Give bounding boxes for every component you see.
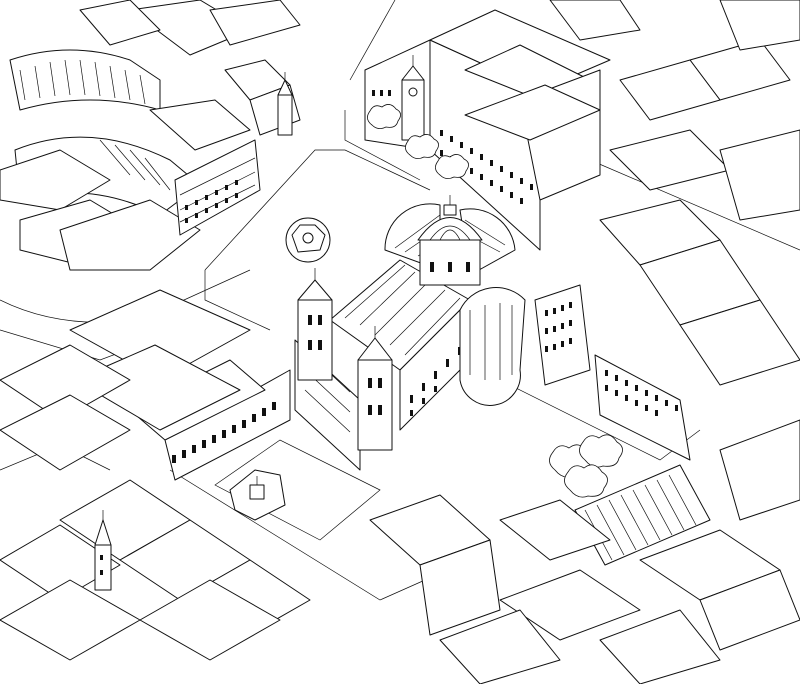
right-trees (549, 434, 623, 498)
palace-trees (367, 104, 469, 179)
lower-blocks (0, 419, 800, 684)
lower-square (214, 439, 381, 541)
upper-monument (285, 217, 331, 263)
right-blocks (534, 0, 800, 461)
cathedral (294, 195, 526, 471)
lower-church-tower (94, 510, 112, 591)
left-bell-tower (277, 72, 293, 136)
upper-left-blocks (79, 0, 301, 236)
left-blocks (0, 289, 251, 471)
curved-row-houses (0, 49, 201, 271)
